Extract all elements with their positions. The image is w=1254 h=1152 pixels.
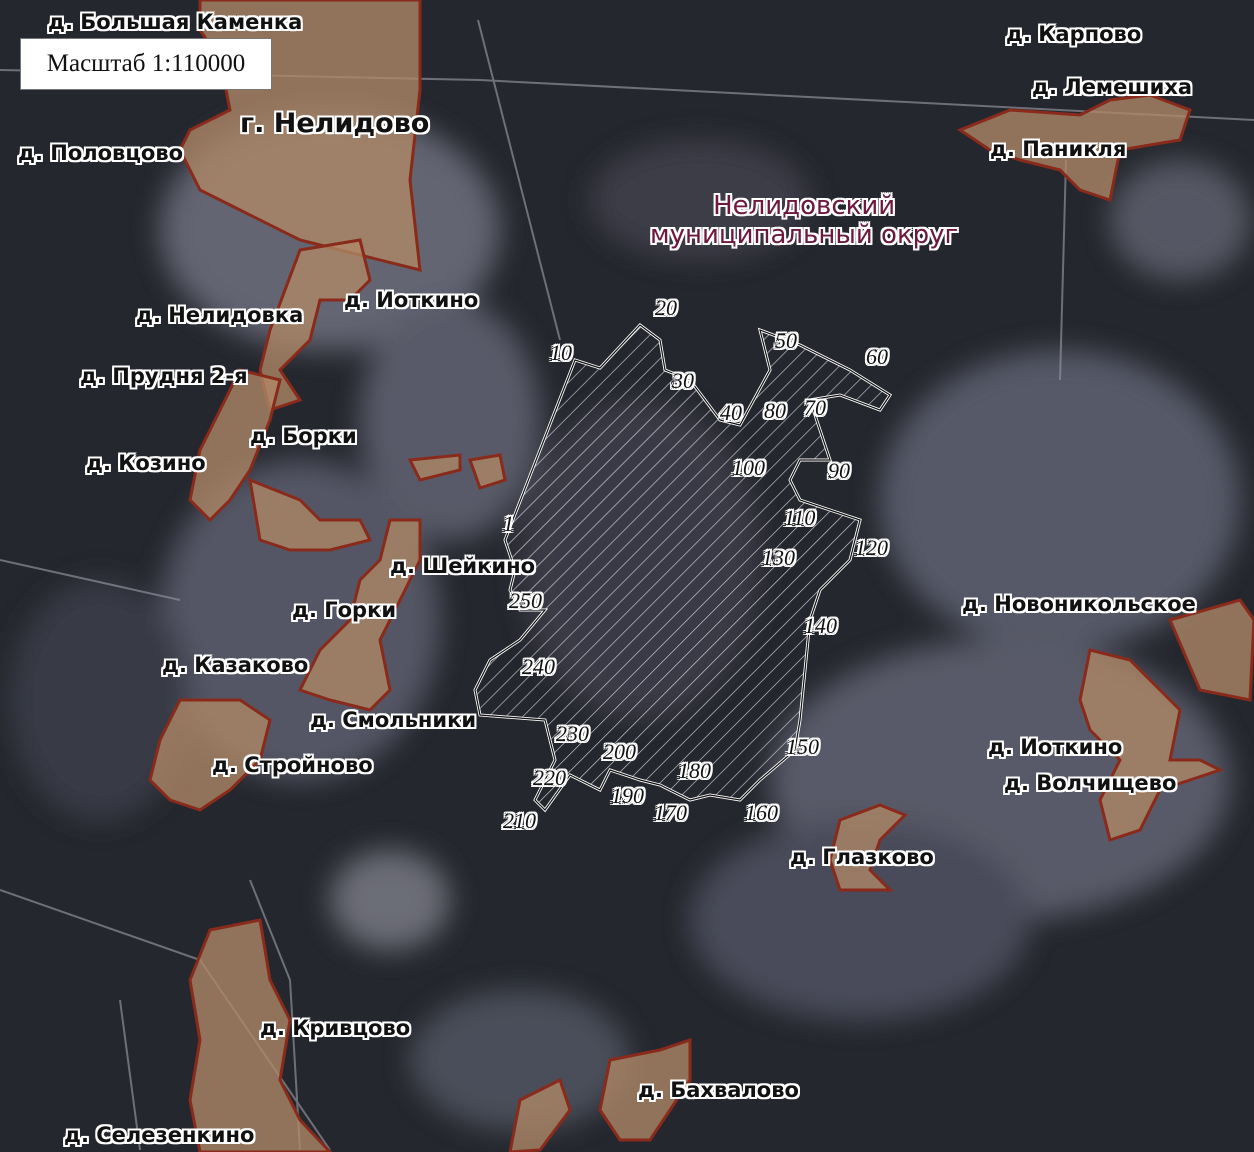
- village-label-novonikolskoe: д. Новоникольское: [962, 592, 1196, 616]
- boundary-point-label: 20: [655, 295, 677, 320]
- village-label-borki: д. Борки: [250, 424, 357, 448]
- boundary-point-label: 170: [654, 800, 687, 825]
- boundary-point-label: 40: [720, 400, 742, 425]
- village-label-bakhvalovo: д. Бахвалово: [638, 1078, 799, 1102]
- boundary-point-label: 220: [533, 765, 566, 790]
- scale-label: Масштаб 1:110000: [20, 38, 272, 90]
- village-label-kozino: д. Козино: [86, 451, 206, 475]
- boundary-point-label: 200: [603, 739, 636, 764]
- boundary-point-label: 30: [672, 368, 694, 393]
- village-label-nelidovka: д. Нелидовка: [136, 303, 304, 327]
- boundary-point-label: 90: [828, 458, 850, 483]
- village-label-stroinovo: д. Стройново: [212, 753, 373, 777]
- boundary-point-label: 250: [509, 588, 542, 613]
- district-label-line2: муниципальный округ: [650, 219, 959, 250]
- boundary-point-label: 210: [503, 808, 536, 833]
- village-label-prudnya: д. Прудня 2-я: [80, 364, 248, 388]
- village-label-kazakovo: д. Казаково: [162, 653, 309, 677]
- boundary-point-label: 110: [784, 505, 816, 530]
- village-label-glazkovo: д. Глазково: [790, 845, 934, 869]
- village-label-iotkino-east: д. Иоткино: [988, 735, 1123, 759]
- village-label-krivtsovo: д. Кривцово: [260, 1016, 411, 1040]
- village-label-selezenkino: д. Селезенкино: [64, 1123, 255, 1147]
- village-label-polovtsovo: д. Половцово: [18, 141, 184, 165]
- boundary-point-label: 10: [550, 340, 572, 365]
- village-label-karpovo: д. Карпово: [1006, 22, 1142, 46]
- boundary-point-label: 100: [732, 455, 765, 480]
- village-label-sheikino: д. Шейкино: [390, 554, 536, 578]
- boundary-point-label: 140: [804, 613, 837, 638]
- village-label-iotkino-north: д. Иоткино: [344, 288, 479, 312]
- district-label: Нелидовский муниципальный округ: [650, 192, 958, 249]
- boundary-point-label: 240: [522, 654, 555, 679]
- boundary-point-label: 1: [503, 511, 514, 536]
- village-label-volchishchevo: д. Волчищево: [1004, 771, 1177, 795]
- boundary-point-label: 160: [745, 800, 778, 825]
- boundary-point-label: 190: [611, 783, 644, 808]
- boundary-point-label: 70: [804, 395, 826, 420]
- village-label-lemeshikha: д. Лемешиха: [1032, 75, 1193, 99]
- boundary-point-label: 80: [764, 398, 786, 423]
- boundary-point-label: 50: [775, 328, 797, 353]
- village-label-gorki: д. Горки: [292, 598, 397, 622]
- village-label-paniklya: д. Паникля: [990, 137, 1127, 161]
- boundary-point-label: 150: [786, 734, 819, 759]
- boundary-point-label: 120: [855, 535, 888, 560]
- boundary-point-label: 180: [678, 758, 711, 783]
- village-label-smolniki: д. Смольники: [310, 708, 477, 732]
- city-label-nelidovo: г. Нелидово: [240, 108, 430, 139]
- village-label-bolshaya-kamenka: д. Большая Каменка: [48, 10, 303, 34]
- boundary-point-label: 130: [762, 545, 795, 570]
- district-label-line1: Нелидовский: [713, 191, 896, 221]
- boundary-point-label: 60: [866, 344, 888, 369]
- boundary-point-label: 230: [556, 721, 589, 746]
